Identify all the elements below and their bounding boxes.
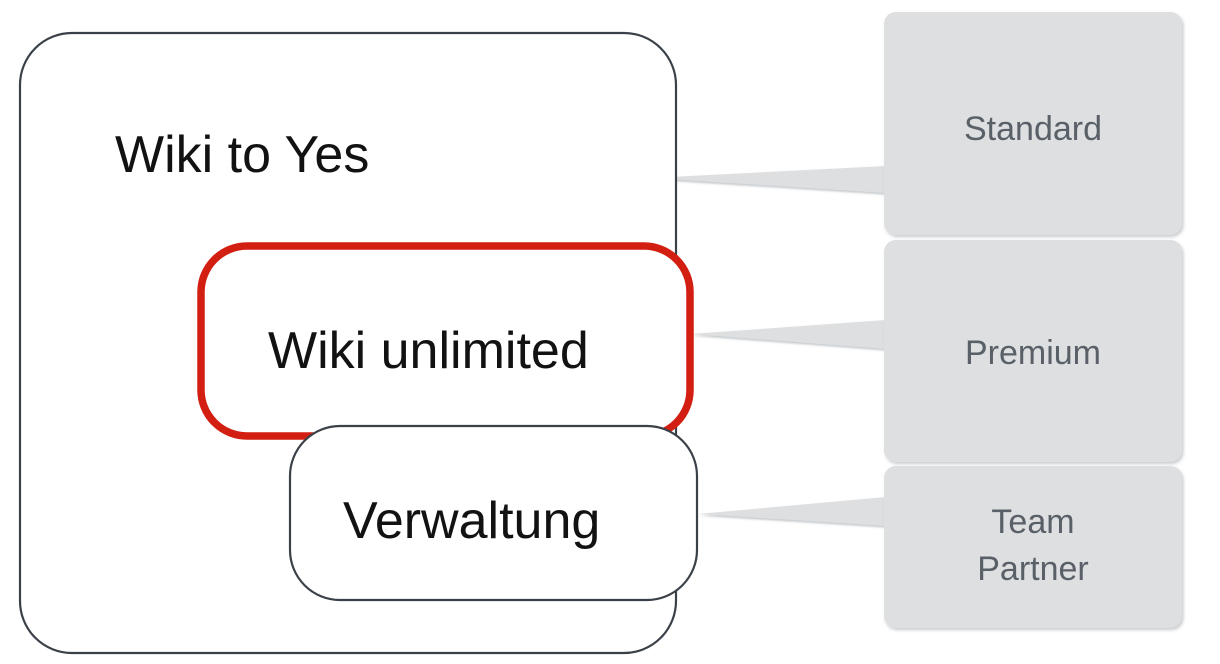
node-verwaltung[interactable]: Verwaltung bbox=[288, 424, 699, 602]
panel-team-partner[interactable]: Team Partner bbox=[884, 466, 1182, 628]
node-wiki-unlimited[interactable]: Wiki unlimited bbox=[197, 242, 694, 440]
connector-group bbox=[650, 166, 886, 526]
panel-premium-box[interactable] bbox=[884, 240, 1182, 462]
node-wiki-unlimited-label: Wiki unlimited bbox=[268, 322, 589, 380]
connector-standard-wedge bbox=[650, 166, 886, 193]
panel-premium-label: Premium bbox=[965, 334, 1101, 372]
panel-standard-label: Standard bbox=[964, 110, 1102, 148]
node-verwaltung-box[interactable] bbox=[288, 424, 699, 602]
panel-standard[interactable]: Standard bbox=[884, 12, 1182, 235]
node-wiki-to-yes-label: Wiki to Yes bbox=[115, 126, 369, 184]
connector-premium-wedge bbox=[690, 320, 886, 349]
panel-standard-box[interactable] bbox=[884, 12, 1182, 235]
node-verwaltung-label: Verwaltung bbox=[343, 492, 600, 550]
panel-group: Standard Premium Team Partner bbox=[884, 12, 1182, 628]
connector-team-partner-wedge bbox=[698, 497, 886, 526]
panel-team-partner-label-line1: Team bbox=[991, 503, 1074, 541]
panel-team-partner-label-line2: Partner bbox=[977, 550, 1089, 588]
panel-premium[interactable]: Premium bbox=[884, 240, 1182, 462]
panel-team-partner-box[interactable] bbox=[884, 466, 1182, 628]
